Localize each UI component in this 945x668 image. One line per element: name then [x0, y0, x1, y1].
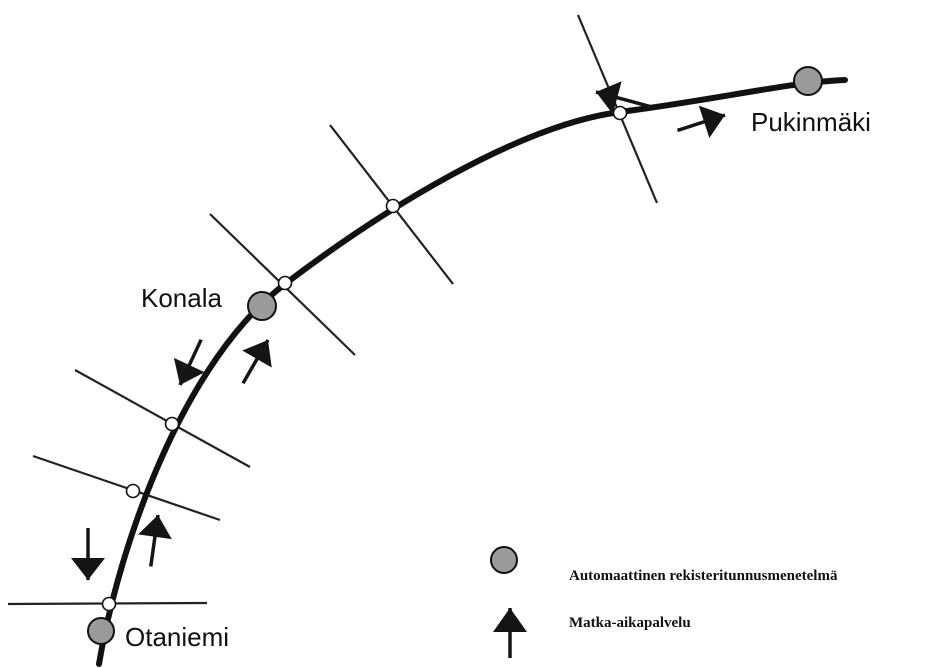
legend-arrow-icon — [493, 608, 527, 658]
label-otaniemi: Otaniemi — [125, 622, 229, 652]
stations — [87, 66, 823, 645]
legend-travel-time-label: Matka-aikapalvelu — [569, 615, 691, 631]
label-pukinmaki: Pukinmäki — [751, 107, 871, 137]
intersection-node — [101, 596, 117, 612]
station-konala — [247, 291, 277, 321]
station-pukinmaki — [793, 66, 823, 96]
station-otaniemi — [87, 617, 115, 645]
intersection-nodes — [101, 105, 628, 612]
arrow-up-konala — [241, 339, 272, 385]
legend-station-icon — [490, 546, 518, 574]
cross-roads — [7, 14, 659, 606]
intersection-node — [612, 105, 628, 121]
label-konala: Konala — [141, 283, 222, 313]
intersection-node — [385, 198, 401, 214]
intersection-node — [164, 416, 180, 432]
intersection-node — [125, 483, 141, 499]
legend-camera-label: Automaattinen rekisteritunnusmenetelmä — [569, 568, 838, 584]
arrow-up-otaniemi — [138, 514, 172, 567]
crossroad-line — [74, 369, 251, 468]
arrow-left-pukinmaki — [595, 81, 653, 115]
travel-time-arrows — [71, 81, 726, 580]
intersection-node — [277, 275, 293, 291]
legend: Automaattinen rekisteritunnusmenetelmä M… — [490, 546, 838, 658]
arrow-down-otaniemi — [71, 528, 105, 580]
arrow-down-konala — [173, 338, 205, 386]
arrow-right-pukinmaki — [676, 105, 726, 138]
